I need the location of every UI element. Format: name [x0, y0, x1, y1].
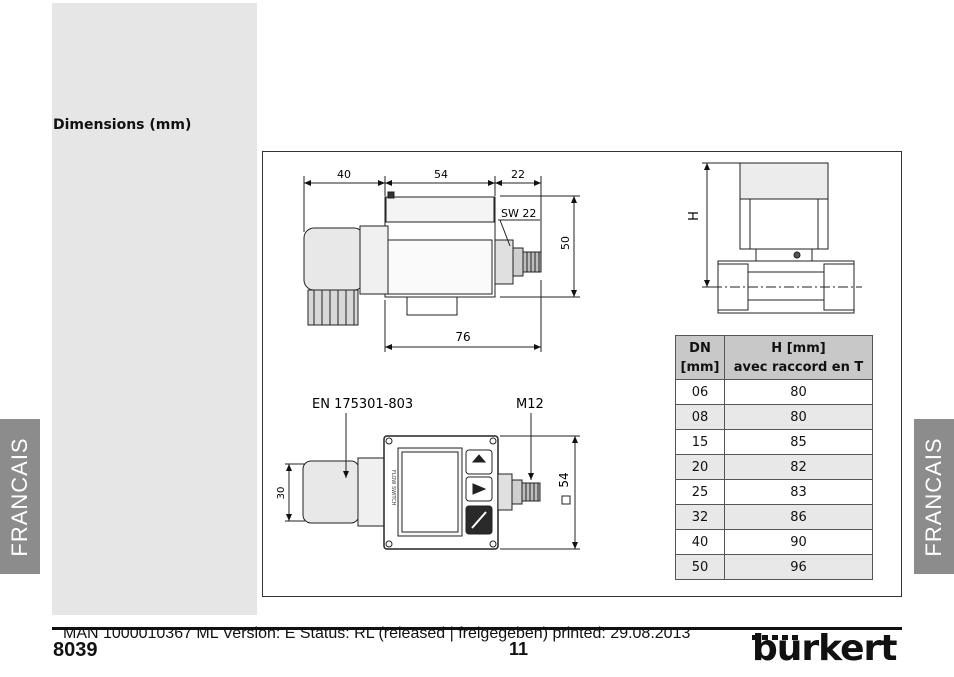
- cell-h: 82: [724, 454, 873, 480]
- dim-22-label: 22: [511, 168, 525, 181]
- cell-h: 86: [724, 504, 873, 530]
- cell-dn: 50: [675, 554, 725, 580]
- dim-30-label: 30: [276, 487, 287, 500]
- cell-h: 80: [724, 379, 873, 405]
- cell-dn: 25: [675, 479, 725, 505]
- drawing-frame: [262, 151, 902, 597]
- dim-40-label: 40: [337, 168, 351, 181]
- logo-bars: [752, 625, 802, 644]
- header-dn: DN [mm]: [675, 335, 725, 380]
- header-h: H [mm] avec raccord en T: [724, 335, 873, 380]
- svg-text:FLOW SWITCH: FLOW SWITCH: [390, 470, 396, 506]
- cell-h: 90: [724, 529, 873, 555]
- document-number: 8039: [53, 639, 98, 661]
- connector-standard-label: EN 175301-803: [312, 397, 413, 412]
- table-header-row: DN [mm] H [mm] avec raccord en T: [675, 335, 873, 380]
- page-number: 11: [509, 639, 529, 659]
- brand-name: burkert: [752, 628, 898, 669]
- dim-50-label: 50: [559, 236, 572, 250]
- left-margin-panel: [52, 3, 257, 615]
- connector-m12-label: M12: [516, 397, 544, 412]
- footer-rule: [52, 627, 902, 630]
- height-label: H: [687, 211, 702, 221]
- section-title: Dimensions (mm): [53, 117, 192, 133]
- language-tab-left: FRANCAIS: [0, 419, 40, 574]
- cell-dn: 06: [675, 379, 725, 405]
- dim-76-label: 76: [455, 330, 470, 344]
- cell-h: 85: [724, 429, 873, 455]
- cell-dn: 40: [675, 529, 725, 555]
- footer-meta: MAN 1000010367 ML Version: E Status: RL …: [63, 625, 691, 642]
- cell-dn: 08: [675, 404, 725, 430]
- cell-h: 80: [724, 404, 873, 430]
- t-fitting-view: [702, 162, 862, 314]
- brand-logo: burkert: [752, 620, 902, 672]
- dim-square-54-label: 54: [557, 472, 571, 487]
- cell-dn: 20: [675, 454, 725, 480]
- dim-54-label: 54: [434, 168, 448, 181]
- cell-h: 83: [724, 479, 873, 505]
- front-view: FLOW SWITCH: [285, 413, 580, 550]
- cell-dn: 15: [675, 429, 725, 455]
- language-tab-right: FRANCAIS: [914, 419, 954, 574]
- cell-dn: 32: [675, 504, 725, 530]
- side-view: [303, 176, 580, 352]
- wrench-size-label: SW 22: [501, 207, 536, 220]
- cell-h: 96: [724, 554, 873, 580]
